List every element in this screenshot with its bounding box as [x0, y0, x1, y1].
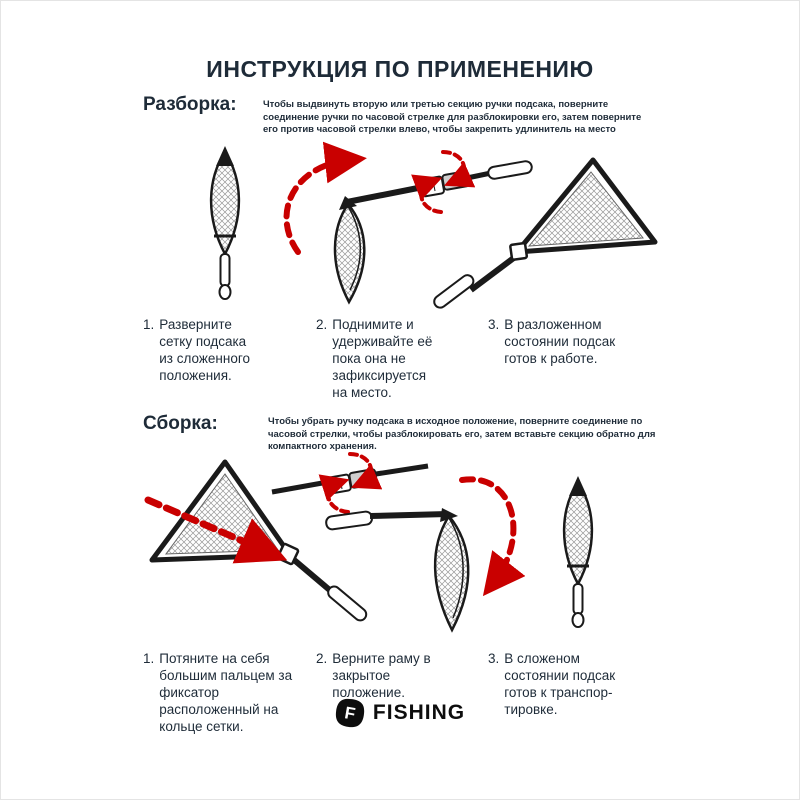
step-number: 1.	[143, 317, 155, 332]
step-unfold-3: 3. В разложенном состоянии подсак готов …	[488, 316, 616, 367]
step-text: В разложенном состоянии подсак готов к р…	[504, 317, 616, 366]
step-number: 2.	[316, 317, 328, 332]
step-text: В сложеном состоянии подсак готов к тран…	[504, 651, 616, 717]
folding-illustration	[144, 452, 594, 633]
brand-logo: F FISHING	[0, 698, 800, 728]
step-number: 3.	[488, 317, 500, 332]
step-text: Поднимите и удерживайте её пока она не з…	[332, 317, 433, 400]
step-fold-3: 3. В сложеном состоянии подсак готов к т…	[488, 650, 630, 718]
section-heading-folding: Сборка:	[143, 413, 218, 434]
step-text: Разверните сетку подсака из сложенного п…	[159, 317, 250, 383]
joint-figure2	[271, 452, 429, 514]
svg-text:F: F	[343, 703, 357, 724]
folded-net-figure	[209, 146, 241, 300]
fold-arrow	[459, 476, 526, 597]
step-number: 2.	[316, 651, 328, 666]
pull-lock-arrow	[144, 496, 288, 564]
logo-text: FISHING	[372, 701, 466, 724]
half-open-net-figure	[333, 150, 533, 305]
step-fold-2: 2. Верните раму в закрытое положение.	[316, 650, 434, 701]
rotate-joint-arrows2	[318, 452, 383, 514]
step-fold-1: 1. Потяните на себя большим пальцем за ф…	[143, 650, 295, 735]
step-number: 1.	[143, 651, 155, 666]
step-text: Верните раму в закрытое положение.	[332, 651, 431, 700]
frame-lock	[509, 241, 529, 261]
section-heading-unfolding: Разборка:	[143, 94, 237, 115]
section-intro-unfolding: Чтобы выдвинуть вторую или третью секцию…	[263, 99, 642, 136]
step-text: Потяните на себя большим пальцем за фикс…	[159, 651, 293, 734]
hanging-net-figure2	[325, 508, 470, 633]
step-unfold-1: 1. Разверните сетку подсака из сложенног…	[143, 316, 261, 384]
section-intro-folding: Чтобы убрать ручку подсака в исходное по…	[268, 416, 656, 453]
lift-arrow	[283, 141, 367, 255]
step-unfold-2: 2. Поднимите и удерживайте её пока она н…	[316, 316, 438, 401]
fishing-logo-icon: F	[335, 698, 365, 728]
rotate-joint-arrows	[411, 150, 476, 214]
unfolding-illustration	[209, 141, 658, 309]
folded-net-figure2	[562, 476, 594, 628]
page-title: ИНСТРУКЦИЯ ПО ПРИМЕНЕНИЮ	[206, 56, 594, 82]
deployed-net-figure	[433, 157, 658, 309]
step-number: 3.	[488, 651, 500, 666]
